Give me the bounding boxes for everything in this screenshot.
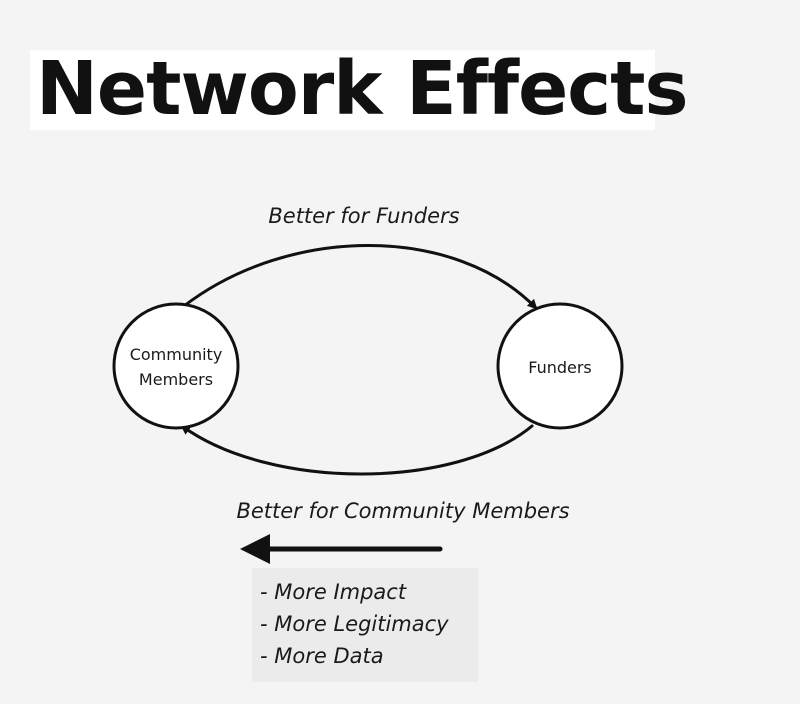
title-background <box>30 50 655 130</box>
benefit-item: - More Legitimacy <box>260 612 449 636</box>
funders-node-label: Funders <box>528 358 592 377</box>
benefit-item: - More Impact <box>260 580 407 604</box>
benefit-item: - More Data <box>260 644 384 668</box>
top-arc-arrow <box>182 244 538 310</box>
left-arrow-head <box>240 534 270 564</box>
bottom-arc-arrow <box>180 424 534 476</box>
slide-title: Network Effects <box>36 46 689 132</box>
community-node-label-line2: Members <box>139 370 213 389</box>
funders-node <box>496 302 624 430</box>
community-node-label-line1: Community <box>130 345 223 364</box>
benefits-box <box>252 568 478 682</box>
community-members-node <box>112 302 240 430</box>
top-edge-label: Better for Funders <box>268 204 459 228</box>
bottom-edge-label: Better for Community Members <box>236 499 569 523</box>
benefits-list: - More Impact - More Legitimacy - More D… <box>260 576 449 672</box>
